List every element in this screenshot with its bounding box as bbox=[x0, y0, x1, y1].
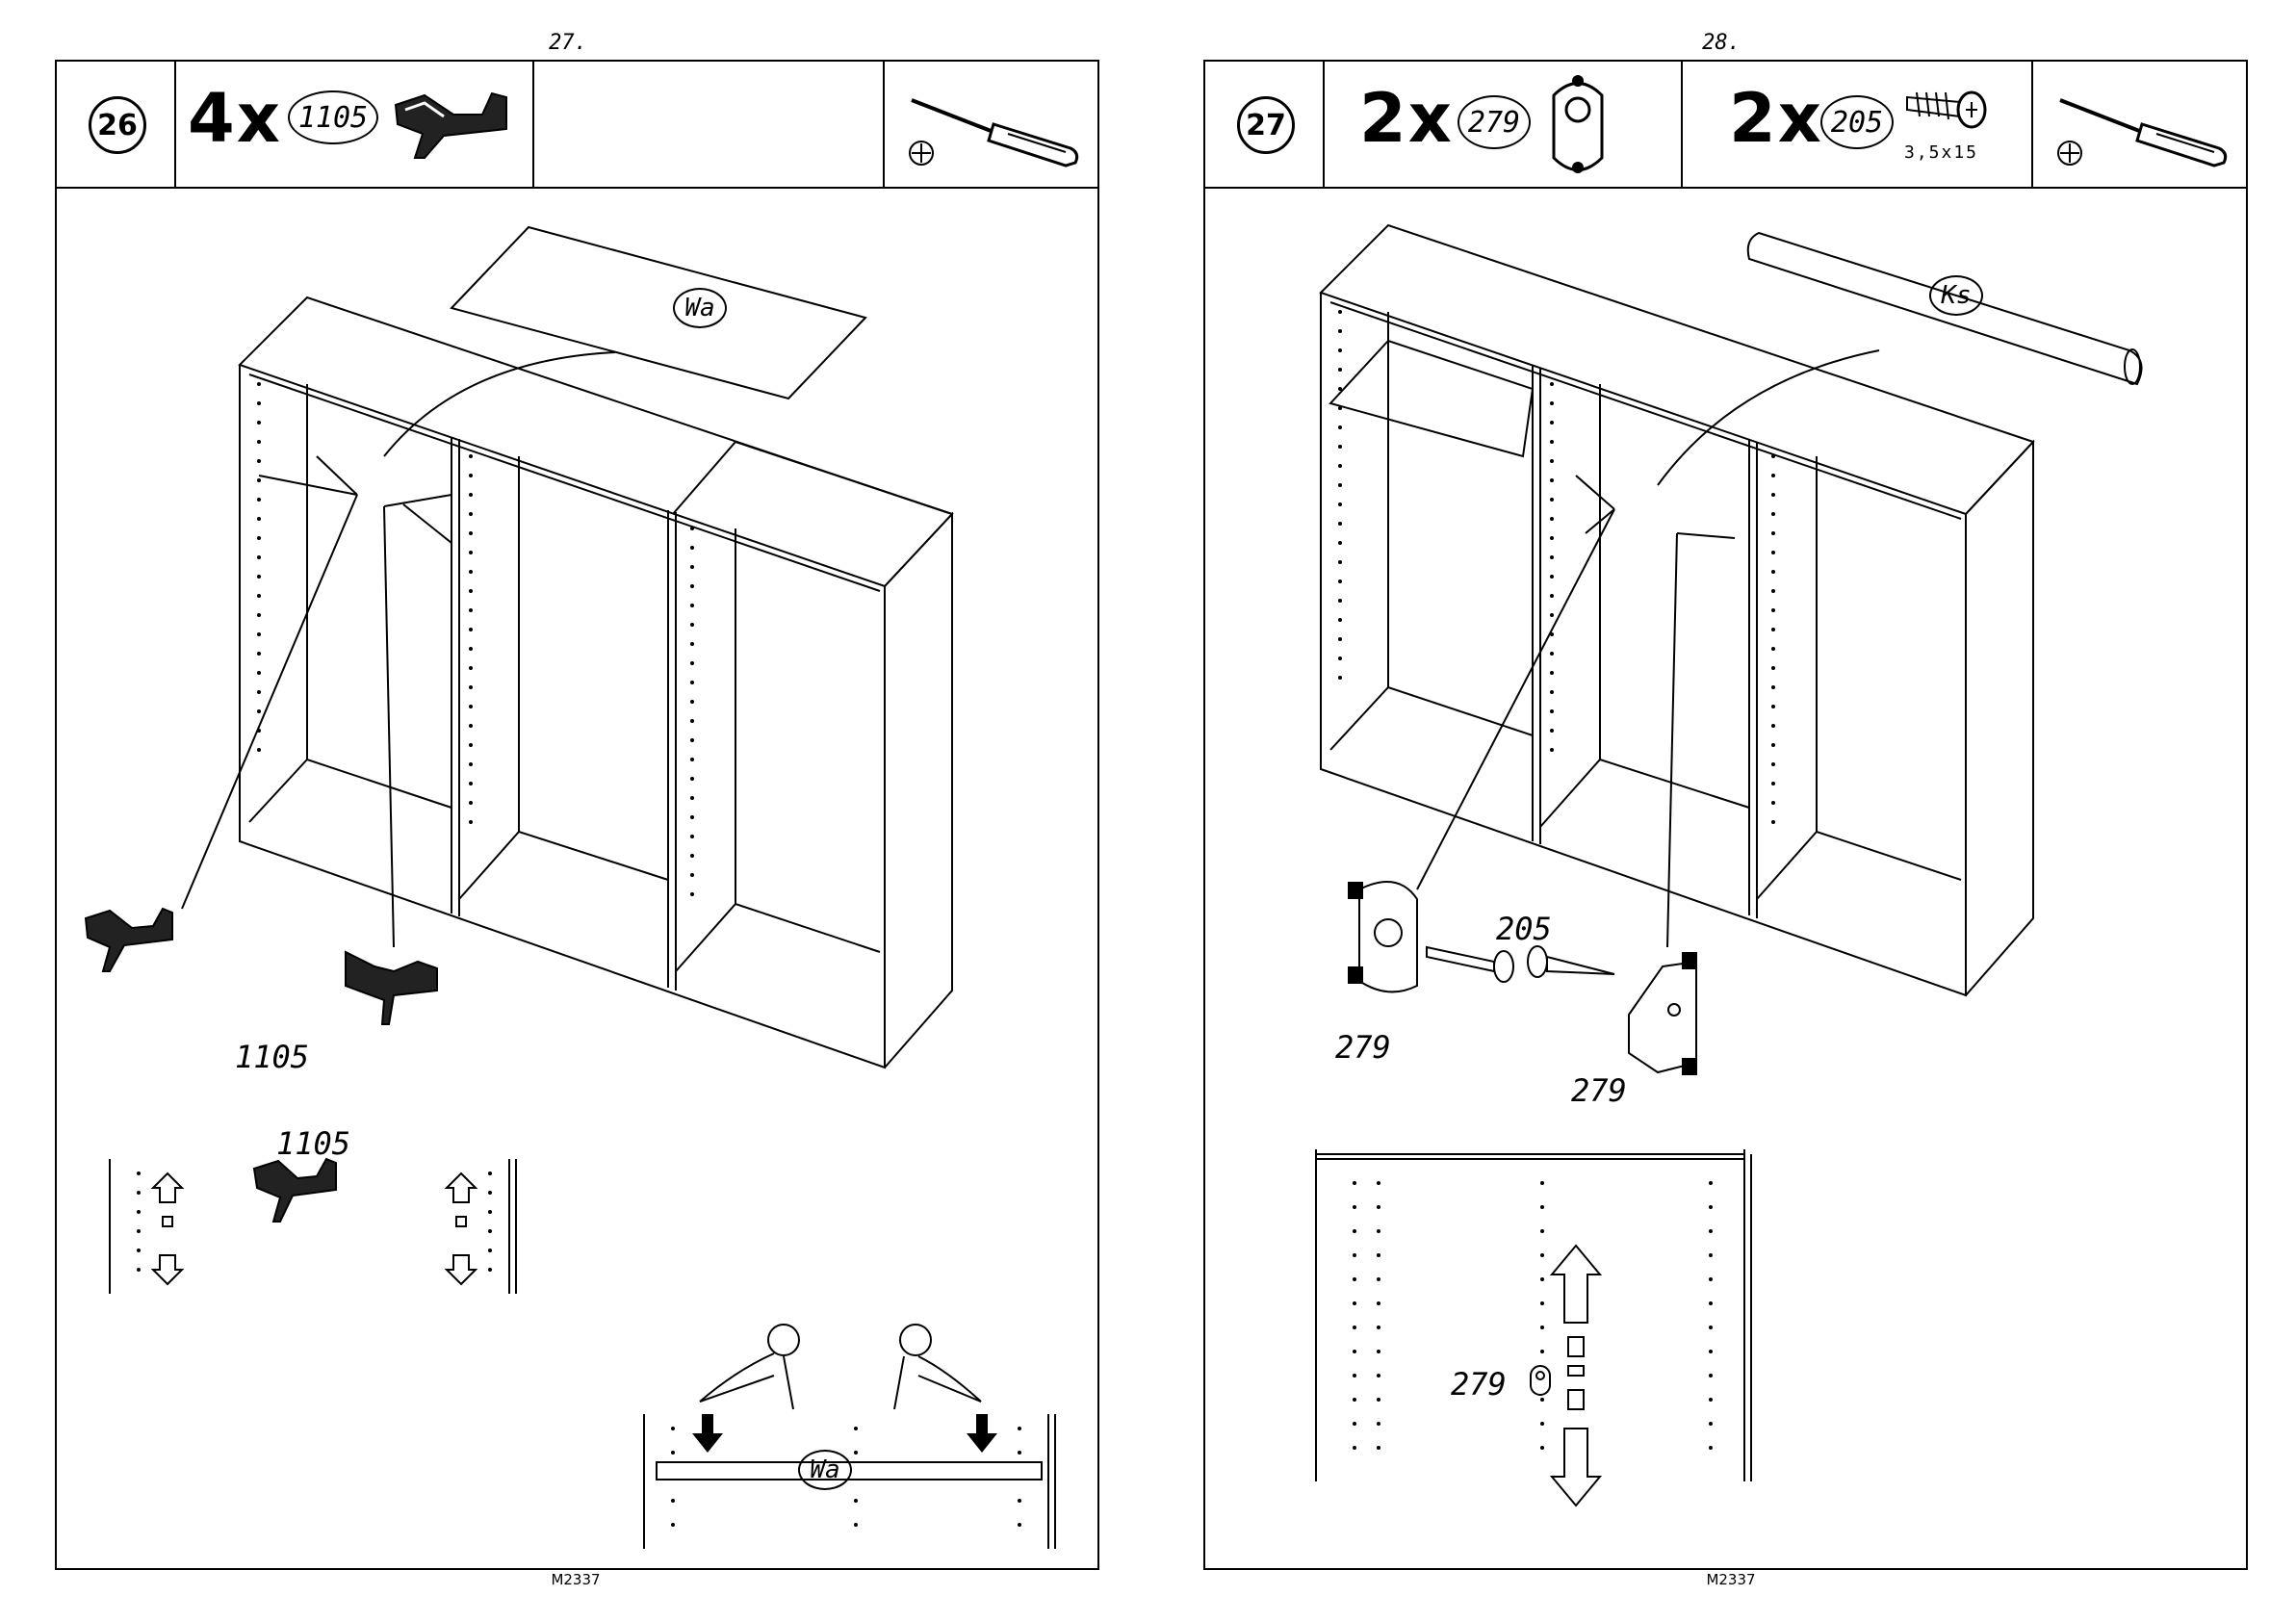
detail-callout-279: 279 bbox=[1451, 1366, 1507, 1403]
callout-279-a: 279 bbox=[1335, 1029, 1391, 1066]
panel-label-wa: Wa bbox=[673, 288, 727, 328]
callout-1105-b: 1105 bbox=[276, 1125, 350, 1162]
callout-205: 205 bbox=[1496, 911, 1552, 947]
footer-left: M2337 bbox=[528, 1571, 624, 1588]
hole-rows bbox=[57, 62, 1097, 1568]
callout-279-b: 279 bbox=[1571, 1072, 1627, 1109]
footer-right: M2337 bbox=[1683, 1571, 1779, 1588]
page-number-left: 27. bbox=[520, 31, 616, 55]
instruction-panel-step-26: 26 4x 1105 bbox=[55, 60, 1099, 1570]
rail-label-ks: Ks bbox=[1929, 275, 1983, 316]
instruction-panel-step-27: 27 2x 279 2x 205 3,5x15 bbox=[1203, 60, 2248, 1570]
page-number-right: 28. bbox=[1673, 31, 1769, 55]
detail-label-wa: Wa bbox=[798, 1450, 852, 1490]
wardrobe-illustration-step-27 bbox=[1205, 62, 2246, 1568]
callout-1105-a: 1105 bbox=[235, 1039, 309, 1075]
